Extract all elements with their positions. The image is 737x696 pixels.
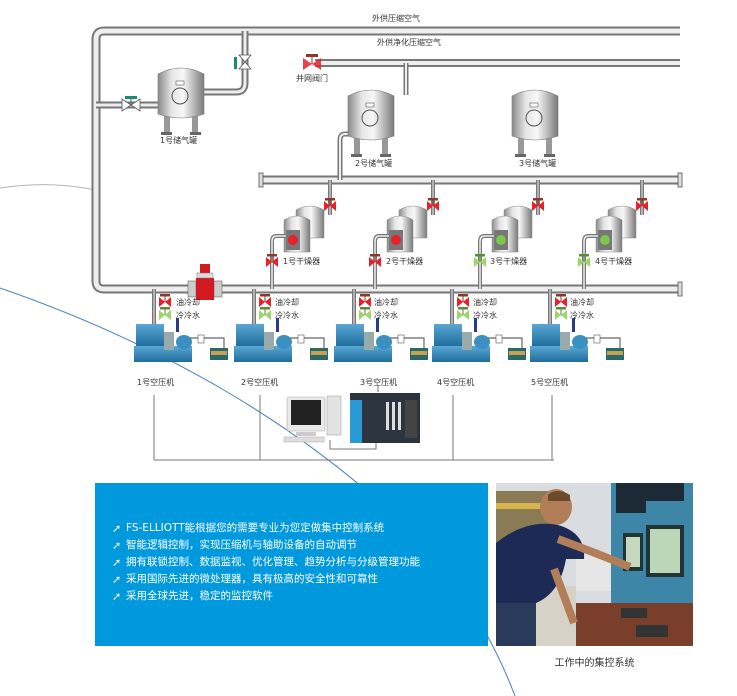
- features-panel: ➚FS-ELLIOTT能根据您的需要专业为您定做集中控制系统 ➚智能逻辑控制，实…: [95, 483, 488, 646]
- dryer-status-indicator: [600, 235, 610, 245]
- dryer-2-outlet-valve[interactable]: [427, 198, 439, 211]
- compressor-5-water-valve[interactable]: [555, 307, 567, 320]
- compressor-4-water-label: 冷冷水: [473, 311, 497, 320]
- compressor-5-oil-label: 油冷却: [570, 298, 594, 307]
- dryer-4-inlet-valve[interactable]: [578, 254, 590, 267]
- dryer-2-inlet-valve[interactable]: [369, 254, 381, 267]
- dryer-2: [369, 180, 439, 289]
- compressor-1-oil-valve[interactable]: [159, 294, 171, 307]
- compressor-3-label: 3号空压机: [360, 378, 398, 387]
- compressor-4-label: 4号空压机: [437, 378, 475, 387]
- compressor-2-water-valve[interactable]: [259, 307, 271, 320]
- main-pipe-loop: [91, 26, 680, 294]
- dryer-4-outlet-valve[interactable]: [636, 198, 648, 211]
- compressor-5-water-label: 冷冷水: [570, 311, 594, 320]
- arrow-up-right-icon: ➚: [112, 556, 122, 569]
- control-room-photo: [496, 483, 693, 646]
- tank-3-label: 3号储气罐: [519, 159, 557, 168]
- compressor-3-water-label: 冷冷水: [374, 311, 398, 320]
- compressor-1-label: 1号空压机: [137, 378, 175, 387]
- compressor-4-oil-valve[interactable]: [457, 294, 469, 307]
- feature-item: ➚采用全球先进，稳定的监控软件: [112, 590, 273, 603]
- purified-air-pipe: [315, 59, 680, 95]
- compressor-1-water-valve[interactable]: [159, 307, 171, 320]
- dryer-3-outlet-valve[interactable]: [532, 198, 544, 211]
- dryer-3-inlet-valve[interactable]: [474, 254, 486, 267]
- dryer-3: [474, 180, 544, 289]
- arrow-up-right-icon: ➚: [112, 590, 122, 603]
- tank1-inlet-valve[interactable]: [121, 96, 141, 112]
- tank-2-label: 2号储气罐: [355, 159, 393, 168]
- feature-item: ➚拥有联锁控制、数据监视、优化管理、趋势分析与分级管理功能: [112, 556, 420, 569]
- external-air-label: 外供压缩空气: [372, 14, 420, 23]
- compressor-1: [134, 289, 228, 362]
- compressor-3-oil-valve[interactable]: [359, 294, 371, 307]
- compressor-3-water-valve[interactable]: [359, 307, 371, 320]
- compressor-3-oil-label: 油冷却: [374, 298, 398, 307]
- compressor-3: [334, 289, 428, 362]
- dryer-2-label: 2号干燥器: [386, 257, 424, 266]
- air-tank-1: [157, 67, 205, 135]
- compressor-4: [432, 289, 526, 362]
- dryer-3-label: 3号干燥器: [490, 257, 528, 266]
- arrow-up-right-icon: ➚: [112, 573, 122, 586]
- grid-valve[interactable]: [303, 54, 321, 70]
- compressor-2-oil-valve[interactable]: [259, 294, 271, 307]
- arrow-up-right-icon: ➚: [112, 539, 122, 552]
- control-network: [153, 385, 554, 461]
- feature-item: ➚FS-ELLIOTT能根据您的需要专业为您定做集中控制系统: [112, 522, 385, 535]
- dryer-status-indicator: [496, 235, 506, 245]
- compressor-1-oil-label: 油冷却: [176, 298, 200, 307]
- plc-controller: [350, 393, 420, 443]
- main-flow-meter: [187, 264, 223, 300]
- air-tank-3: [511, 89, 559, 157]
- dryer-1: [266, 180, 336, 289]
- compressor-4-water-valve[interactable]: [457, 307, 469, 320]
- compressor-2: [234, 289, 328, 362]
- decor-curve-top: [0, 184, 97, 191]
- dryer-4-label: 4号干燥器: [595, 257, 633, 266]
- compressor-2-oil-label: 油冷却: [275, 298, 299, 307]
- feature-item: ➚智能逻辑控制，实现压缩机与轴助设备的自动调节: [112, 539, 357, 552]
- dryer-4: [578, 180, 648, 289]
- compressor-5-label: 5号空压机: [531, 378, 569, 387]
- tank-1-label: 1号储气罐: [160, 136, 198, 145]
- arrow-up-right-icon: ➚: [112, 522, 122, 535]
- photo-caption: 工作中的集控系统: [554, 658, 635, 669]
- dryer-1-label: 1号干燥器: [283, 257, 321, 266]
- feature-item: ➚采用国际先进的微处理器，具有极高的安全性和可靠性: [112, 573, 378, 586]
- control-computer: [283, 395, 342, 443]
- dryer-1-outlet-valve[interactable]: [324, 198, 336, 211]
- compressor-5: [530, 289, 624, 362]
- compressor-2-water-label: 冷冷水: [275, 311, 299, 320]
- dryer-status-indicator: [288, 235, 298, 245]
- dryer-status-indicator: [391, 235, 401, 245]
- grid-valve-label: 并网阀门: [296, 74, 328, 83]
- tank1-outlet-valve[interactable]: [234, 54, 252, 70]
- air-tank-2: [347, 89, 395, 157]
- compressor-5-oil-valve[interactable]: [555, 294, 567, 307]
- compressor-4-oil-label: 油冷却: [473, 298, 497, 307]
- external-purified-air-label: 外供净化压缩空气: [377, 38, 441, 47]
- dryer-1-inlet-valve[interactable]: [266, 254, 278, 267]
- compressor-2-label: 2号空压机: [241, 378, 279, 387]
- features-list: ➚FS-ELLIOTT能根据您的需要专业为您定做集中控制系统 ➚智能逻辑控制，实…: [112, 520, 420, 605]
- compressor-1-water-label: 冷冷水: [176, 311, 200, 320]
